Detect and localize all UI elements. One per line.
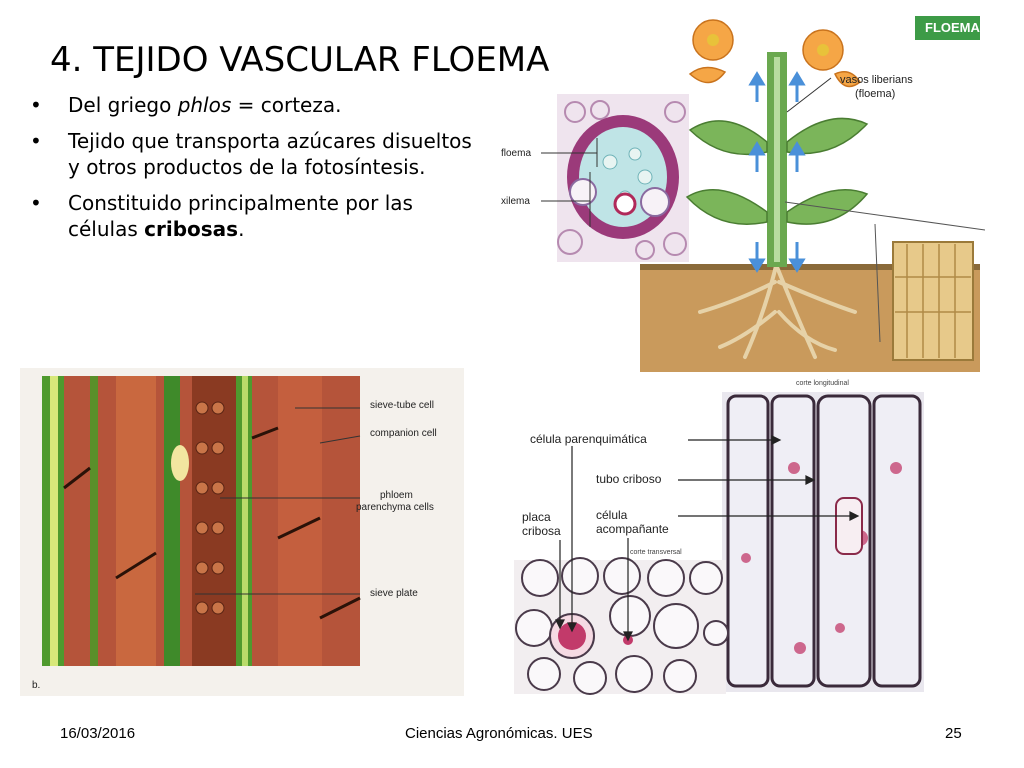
slide-title: 4. TEJIDO VASCULAR FLOEMA: [50, 40, 550, 80]
label-parenchyma-cells: parenchyma cells: [356, 502, 434, 513]
xilema-label: xilema: [501, 196, 530, 207]
bullet-list: Del griego phlos = corteza. Tejido que t…: [30, 92, 480, 252]
label-placa: placa: [522, 510, 551, 524]
label-companion-cell: companion cell: [370, 428, 437, 439]
label-acompanante: acompañante: [596, 522, 669, 536]
sieve-tube-illustration: [42, 376, 361, 666]
phloem-section-micrograph: corte longitudinal corte transversal cél…: [510, 378, 930, 696]
vessel-label-line2: (floema): [855, 88, 896, 100]
label-cribosa: cribosa: [522, 524, 561, 538]
panel-letter: b.: [32, 680, 41, 691]
bullet-item: Del griego phlos = corteza.: [30, 92, 480, 118]
label-sieve-plate: sieve plate: [370, 588, 418, 599]
label-celula: célula: [596, 508, 628, 522]
floema-badge-background: [915, 16, 980, 40]
footer-page-number: 25: [945, 725, 962, 742]
plant-diagram-illustration: [541, 16, 985, 372]
footer-date: 16/03/2016: [60, 725, 136, 742]
plant-diagram-figure: FLOEMA vasos liberians (floema) floema x…: [495, 12, 985, 372]
footer-course: Ciencias Agronómicas. UES: [405, 725, 593, 742]
bullet-item: Tejido que transporta azúcares disueltos…: [30, 128, 480, 180]
vessel-label-line1: vasos liberians: [840, 74, 913, 86]
label-phloem: phloem: [380, 490, 413, 501]
label-corte-longitudinal: corte longitudinal: [796, 380, 849, 387]
floema-badge: FLOEMA: [925, 20, 980, 35]
label-sieve-tube-cell: sieve-tube cell: [370, 400, 434, 411]
bullet-item: Constituido principalmente por las célul…: [30, 190, 480, 242]
label-corte-transversal: corte transversal: [630, 549, 682, 556]
floema-label: floema: [501, 148, 532, 159]
sieve-tube-micrograph: sieve-tube cell companion cell phloem pa…: [20, 368, 464, 696]
label-tubo-criboso: tubo criboso: [596, 472, 662, 486]
phloem-section-illustration: [514, 392, 924, 695]
label-celula-parenquimatica: célula parenquimática: [530, 432, 647, 446]
